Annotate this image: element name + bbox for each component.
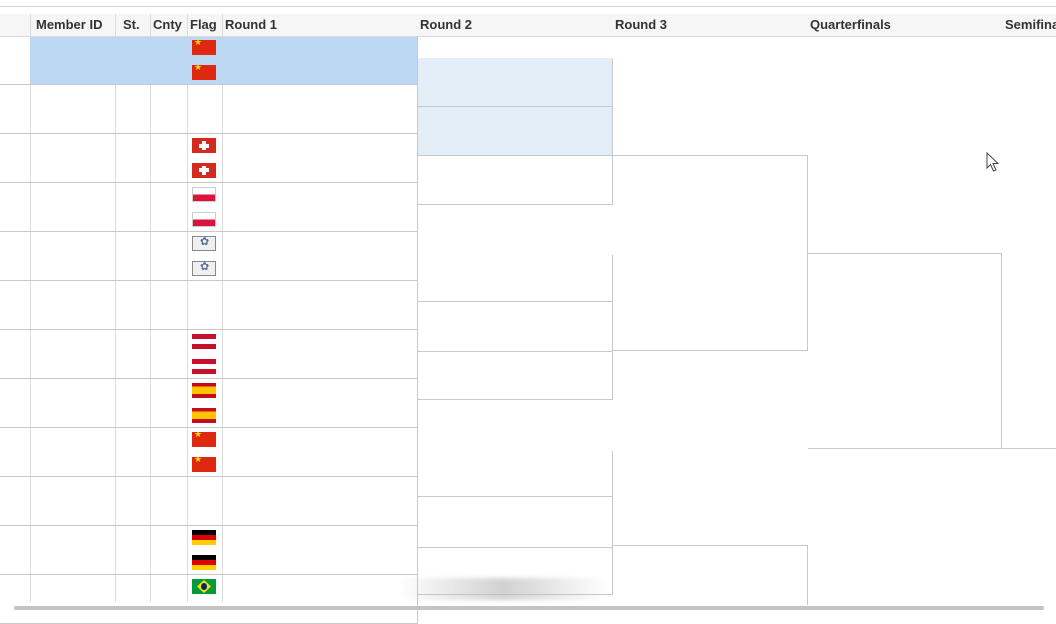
country-code[interactable] — [150, 209, 187, 231]
bracket-line — [0, 280, 418, 281]
ger-flag-icon — [192, 530, 216, 545]
column-header-row: Member ID St. Cnty Flag Round 1 Round 2 … — [0, 14, 1056, 37]
bracket-line — [0, 182, 418, 183]
bracket-line — [0, 133, 418, 134]
ger-flag-icon — [192, 554, 216, 570]
bracket-line — [808, 448, 1056, 449]
header-semifinals[interactable]: Semifina — [1005, 17, 1056, 32]
bracket-line — [417, 85, 418, 134]
column-separator — [30, 14, 31, 602]
bracket-line — [0, 329, 418, 330]
bracket-line — [613, 350, 808, 351]
country-code[interactable] — [150, 233, 187, 255]
sui-flag-icon — [192, 162, 216, 178]
country-code[interactable] — [150, 37, 187, 59]
country-code[interactable] — [150, 331, 187, 353]
country-code[interactable] — [150, 356, 187, 378]
column-separator — [150, 14, 151, 602]
country-code[interactable] — [150, 184, 187, 206]
country-code[interactable] — [150, 258, 187, 280]
bracket-line — [0, 84, 418, 85]
column-separator — [187, 14, 188, 602]
bracket-line — [418, 106, 613, 107]
header-country[interactable]: Cnty — [153, 17, 182, 32]
bracket-line — [418, 547, 613, 548]
country-code[interactable] — [150, 135, 187, 157]
tpe-flag-icon — [192, 260, 216, 276]
bracket-line — [417, 36, 418, 85]
bracket-line — [418, 399, 613, 400]
header-status[interactable]: St. — [123, 17, 140, 32]
country-code[interactable] — [150, 62, 187, 84]
aut-flag-icon — [192, 358, 216, 374]
bracket-line — [418, 351, 613, 352]
selected-row-highlight — [30, 37, 418, 84]
chn-flag-icon — [192, 64, 216, 80]
country-code[interactable] — [150, 429, 187, 451]
bracket-line — [0, 378, 418, 379]
bracket-line — [1001, 253, 1002, 449]
bracket-line — [418, 496, 613, 497]
pol-flag-icon — [192, 211, 216, 227]
header-member-id[interactable]: Member ID — [36, 17, 103, 32]
chn-flag-icon — [192, 40, 216, 55]
bracket-line — [418, 301, 613, 302]
bracket-line — [417, 379, 418, 428]
country-code[interactable] — [150, 405, 187, 427]
bracket-line — [613, 545, 808, 546]
header-flag[interactable]: Flag — [190, 17, 217, 32]
esp-flag-icon — [192, 407, 216, 423]
chn-flag-icon — [192, 456, 216, 472]
bracket-line — [807, 155, 808, 351]
horizontal-scrollbar[interactable] — [14, 606, 1044, 610]
aut-flag-icon — [192, 334, 216, 349]
bracket-line — [418, 204, 613, 205]
tpe-flag-icon — [192, 236, 216, 251]
country-code[interactable] — [150, 576, 187, 598]
bra-flag-icon — [192, 579, 216, 594]
bracket-line — [612, 301, 613, 399]
country-code[interactable] — [150, 380, 187, 402]
bracket-line — [417, 477, 418, 526]
bracket-line — [418, 155, 613, 156]
chn-flag-icon — [192, 432, 216, 447]
selected-match-highlight — [418, 58, 613, 156]
header-round-2[interactable]: Round 2 — [420, 17, 472, 32]
bracket-line — [417, 183, 418, 232]
header-round-3[interactable]: Round 3 — [615, 17, 667, 32]
bracket-line — [0, 427, 418, 428]
header-quarterfinals[interactable]: Quarterfinals — [810, 17, 891, 32]
bracket-line — [417, 526, 418, 575]
bracket-line — [807, 545, 808, 605]
bracket-line — [808, 253, 1002, 254]
bracket-line — [417, 428, 418, 477]
bracket-line — [0, 476, 418, 477]
bracket-line — [417, 232, 418, 281]
top-divider — [0, 6, 1056, 7]
country-code[interactable] — [150, 160, 187, 182]
bracket-line — [417, 281, 418, 330]
bracket-line — [0, 525, 418, 526]
bracket-line — [0, 574, 418, 575]
bracket-line — [613, 155, 808, 156]
country-code[interactable] — [150, 454, 187, 476]
mouse-pointer-icon — [986, 152, 1000, 172]
country-code[interactable] — [150, 552, 187, 574]
pol-flag-icon — [192, 187, 216, 202]
blurred-watermark — [398, 578, 608, 600]
bracket-line — [0, 231, 418, 232]
bracket-line — [612, 106, 613, 204]
header-round-1[interactable]: Round 1 — [225, 17, 277, 32]
sui-flag-icon — [192, 138, 216, 153]
column-separator — [115, 14, 116, 602]
bracket-line — [612, 496, 613, 594]
esp-flag-icon — [192, 383, 216, 398]
bracket-line — [417, 134, 418, 183]
bracket-line — [417, 330, 418, 379]
column-separator — [222, 14, 223, 602]
country-code[interactable] — [150, 527, 187, 549]
